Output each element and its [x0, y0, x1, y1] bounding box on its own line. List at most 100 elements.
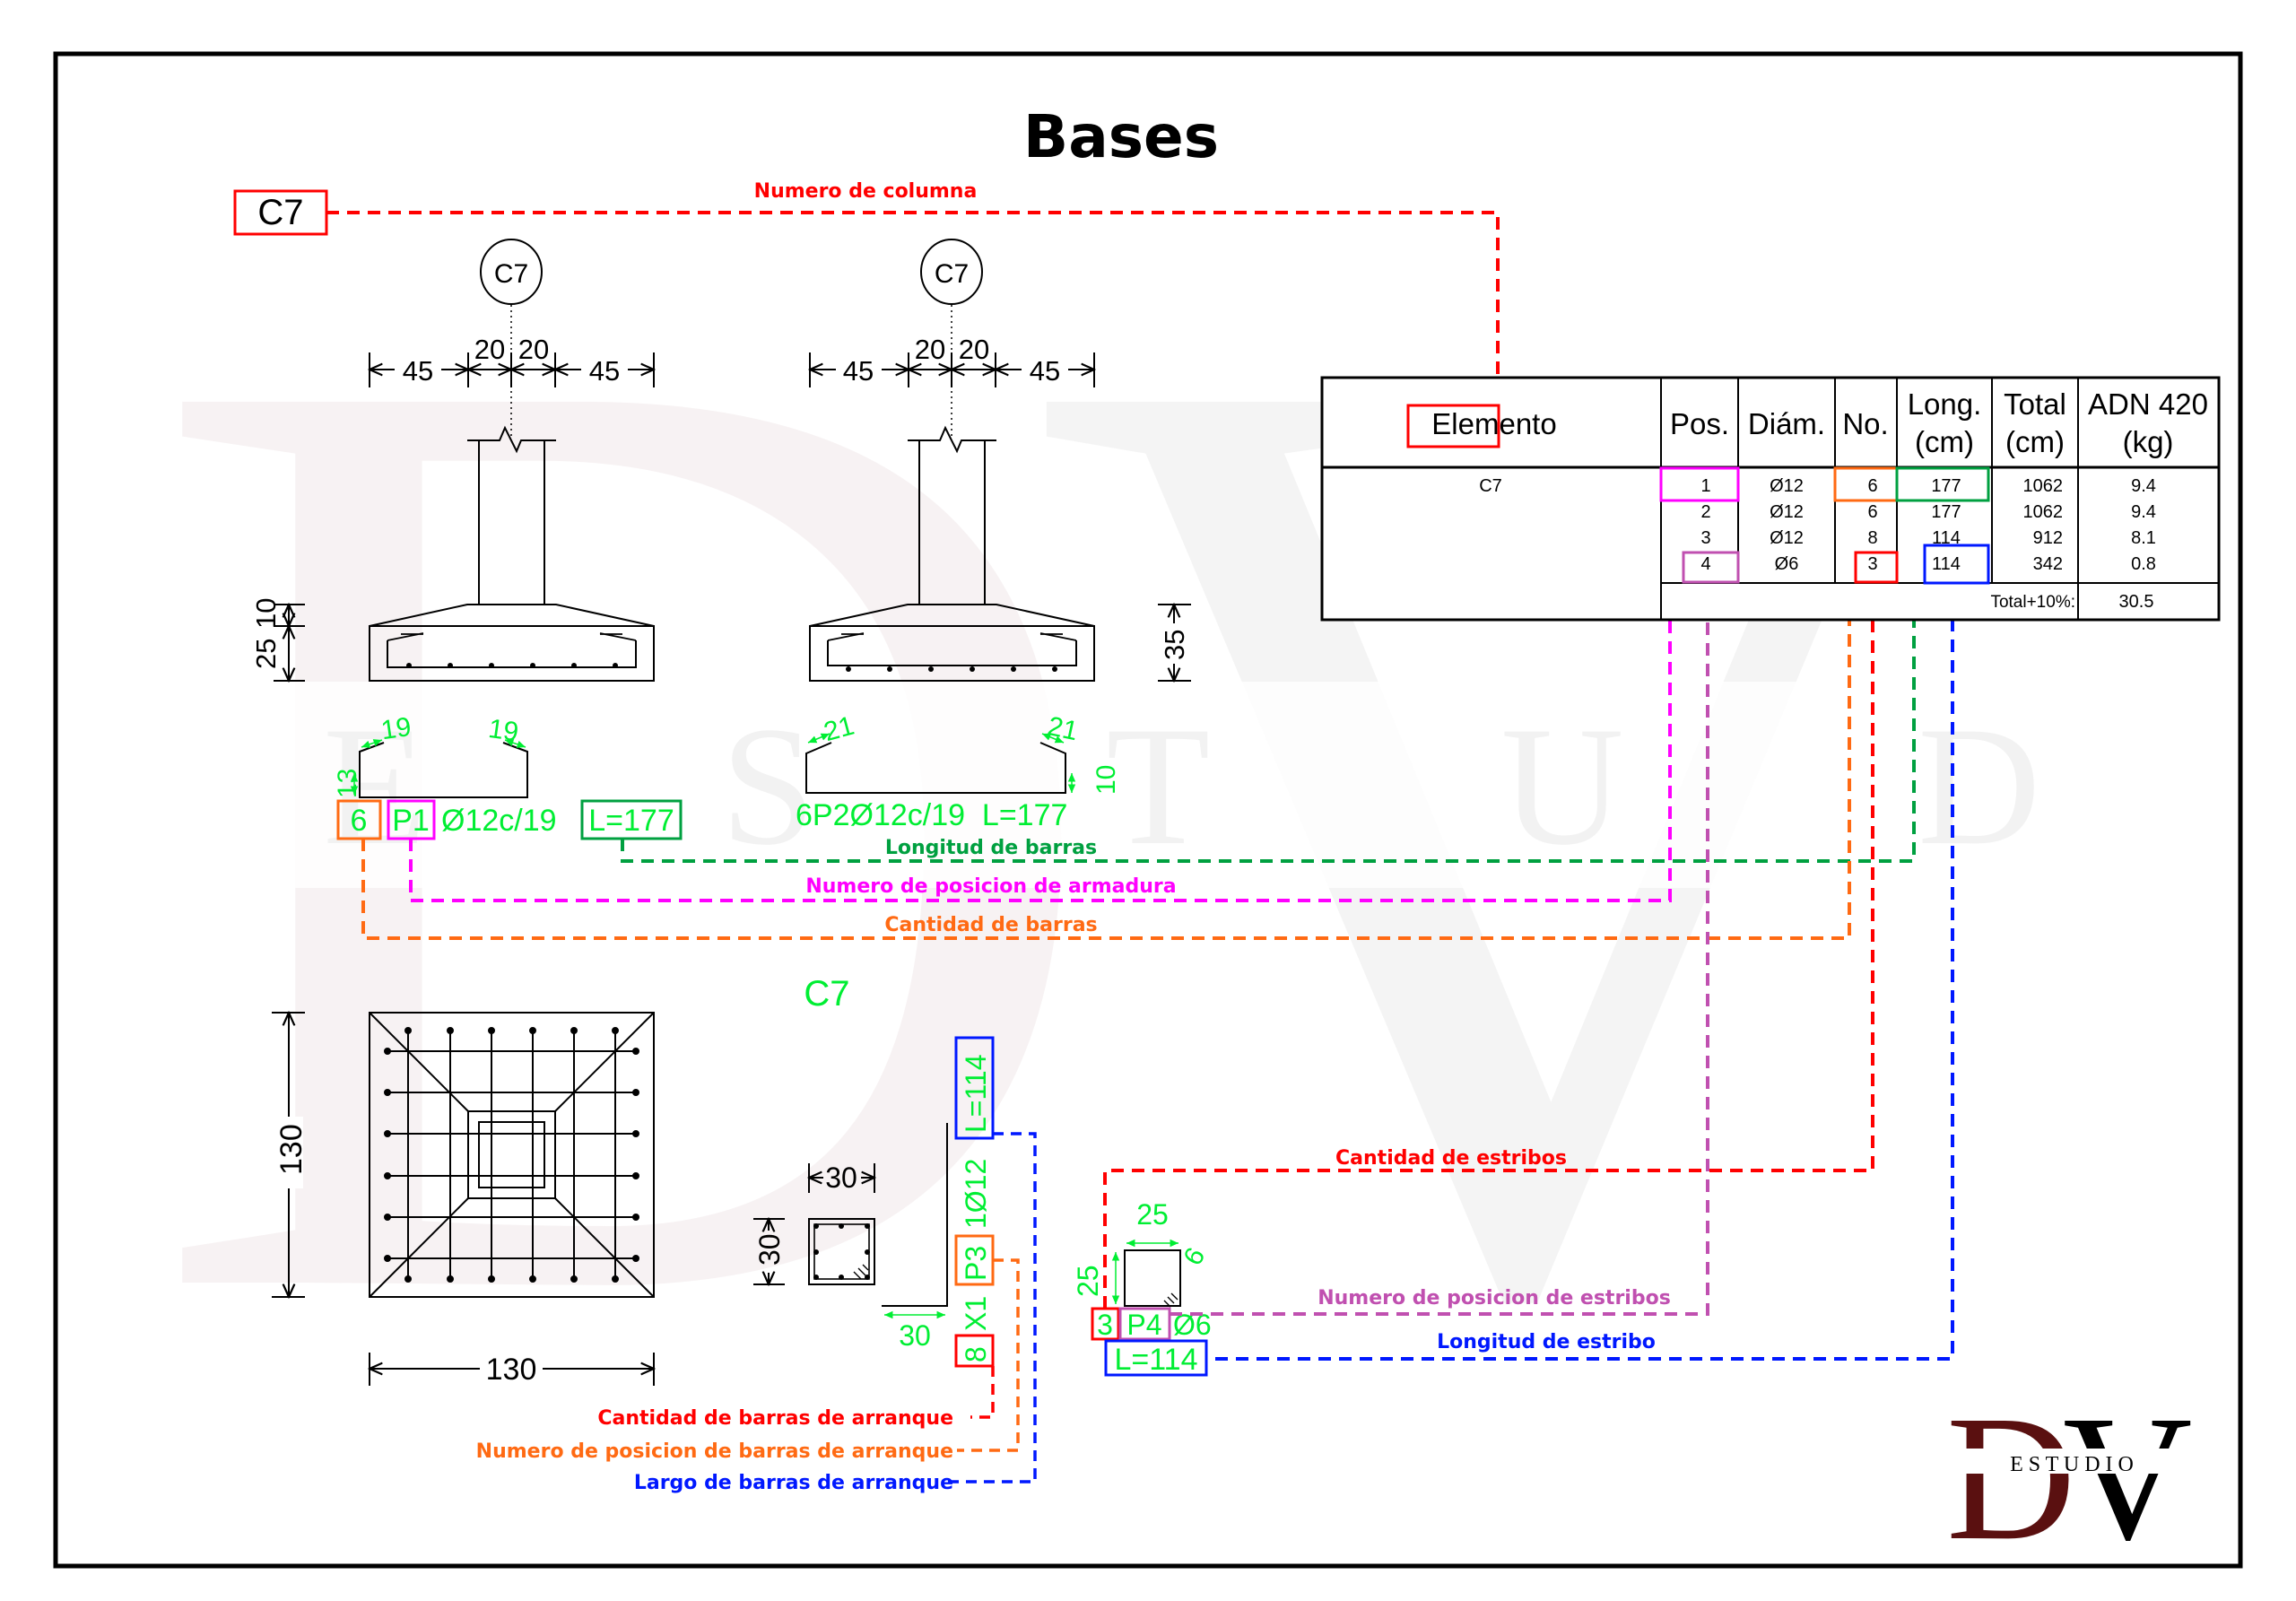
section-right-dim-4: 45	[1030, 355, 1060, 387]
connector-starter-length	[942, 1132, 1037, 1484]
plan-rebar-end	[632, 1172, 639, 1179]
bar-p1-count-box	[336, 799, 382, 840]
plan-rebar-end	[612, 1027, 619, 1034]
section-left-rebars	[406, 663, 618, 668]
connector-stirrup-position	[1170, 583, 1709, 1316]
studio-logo: D V E S T U D I O	[1946, 1379, 2192, 1578]
table-cell-no: 8	[1867, 528, 1877, 548]
caption-posicion-estribos: Numero de posicion de estribos	[1318, 1287, 1671, 1310]
table-cell-no: 3	[1867, 554, 1877, 574]
rebar-table	[1320, 376, 2221, 622]
section-left-dim-3: 20	[518, 334, 549, 365]
connector-bar-length	[621, 472, 1916, 863]
plan-rebar-end	[447, 1027, 454, 1034]
plan-height-dim: 130	[274, 1124, 309, 1175]
table-total-value: 30.5	[2119, 592, 2154, 612]
table-cell-pos: 3	[1700, 528, 1710, 548]
page-title: Bases	[1023, 102, 1219, 171]
table-cell-diam: Ø6	[1775, 554, 1799, 574]
th-long-1: Long.	[1908, 387, 1982, 421]
section-right-dim-2: 20	[915, 334, 945, 365]
plan-rebar-end	[488, 1027, 495, 1034]
section-right-dim-1: 45	[843, 355, 874, 387]
starter-position: P3	[960, 1246, 992, 1281]
table-cell-total: 1062	[2023, 502, 2064, 522]
th-no: No.	[1842, 407, 1888, 440]
stirrup-length-box	[1104, 1339, 1208, 1377]
plan-rebar-end	[529, 1275, 536, 1283]
highlight-no-4	[1854, 551, 1899, 584]
connector-bar-count	[361, 500, 1851, 940]
column-section-height: 30	[753, 1233, 786, 1266]
bar-p2-hook-right: 21	[1045, 711, 1081, 746]
logo-subtitle: E S T U D I O	[2010, 1453, 2134, 1476]
watermark: D V E S T U D I O	[144, 84, 2296, 1574]
connector-stirrup-count	[1103, 583, 1874, 1309]
stirrup-position: P4	[1126, 1309, 1161, 1341]
bar-p1-height: 13	[333, 769, 362, 798]
connector-bar-position	[409, 500, 1672, 902]
section-right	[810, 239, 1191, 681]
table-cell-long: 177	[1931, 476, 1961, 496]
caption-numero-columna: Numero de columna	[754, 180, 978, 203]
section-left-column-label: C7	[494, 259, 528, 289]
plan-width-dim: 130	[486, 1353, 537, 1387]
table-cell-pos: 2	[1700, 502, 1710, 522]
plan-rebar-end	[632, 1255, 639, 1262]
bar-p2-height: 10	[1091, 765, 1121, 795]
plan-rebar-end	[488, 1275, 495, 1283]
plan-rebar-end	[570, 1027, 578, 1034]
plan-rebar-end	[570, 1275, 578, 1283]
highlight-long-4	[1923, 544, 1990, 585]
starter-times: X1	[960, 1296, 992, 1331]
sheet-frame	[53, 51, 2243, 1569]
section-right-column-label: C7	[935, 259, 969, 289]
stirrup-hook	[1163, 1292, 1178, 1308]
plan-rebar-end	[404, 1027, 412, 1034]
plan-rebar-end	[632, 1089, 639, 1096]
plan-rebar-end	[612, 1275, 619, 1283]
connector-column-number	[326, 211, 1500, 408]
stirrup-position-box	[1118, 1307, 1171, 1341]
bar-p1-position: P1	[392, 804, 430, 838]
column-section-rebars	[813, 1223, 870, 1280]
plan-rebar-end	[404, 1275, 412, 1283]
caption-longitud-barras: Longitud de barras	[885, 837, 1097, 859]
plan-rebar-end	[384, 1255, 391, 1262]
section-left-dim-25: 25	[250, 639, 282, 669]
stirrup-shape	[1124, 1249, 1181, 1307]
plan-rebar-end	[632, 1048, 639, 1055]
bar-p1-spec: Ø12c/19	[441, 804, 557, 838]
column-tag: C7	[257, 193, 303, 232]
caption-posicion-arranque: Numero de posicion de barras de arranque	[476, 1440, 953, 1463]
caption-largo-arranque: Largo de barras de arranque	[634, 1472, 953, 1494]
table-cell-kg: 0.8	[2131, 554, 2156, 574]
caption-posicion-armadura: Numero de posicion de armadura	[805, 875, 1176, 898]
th-total-2: (cm)	[2005, 425, 2065, 458]
element-header-box	[1406, 404, 1500, 448]
caption-cantidad-barras: Cantidad de barras	[884, 914, 1097, 936]
highlight-long-1	[1895, 466, 1990, 502]
starter-bar-shape	[882, 1123, 948, 1307]
watermark-v: V	[1031, 84, 2003, 1574]
plan-rebar-end	[384, 1214, 391, 1221]
logo-v: V	[2063, 1379, 2192, 1578]
table-cell-long: 114	[1932, 528, 1961, 548]
section-left-dim-2: 20	[474, 334, 505, 365]
logo-d: D	[1946, 1379, 2075, 1578]
bar-p1-length: L=177	[588, 804, 674, 838]
table-cell-diam: Ø12	[1770, 528, 1804, 548]
watermark-d: D	[144, 84, 1115, 1574]
bar-p1-hook-left: 19	[379, 712, 413, 745]
bar-p1-hook-right: 19	[487, 714, 521, 747]
th-adn-1: ADN 420	[2088, 387, 2208, 421]
starter-count: 8	[960, 1346, 992, 1362]
plan-rebar-grid	[384, 1027, 639, 1283]
caption-longitud-estribo: Longitud de estribo	[1437, 1331, 1656, 1353]
stirrup-count: 3	[1097, 1309, 1113, 1341]
